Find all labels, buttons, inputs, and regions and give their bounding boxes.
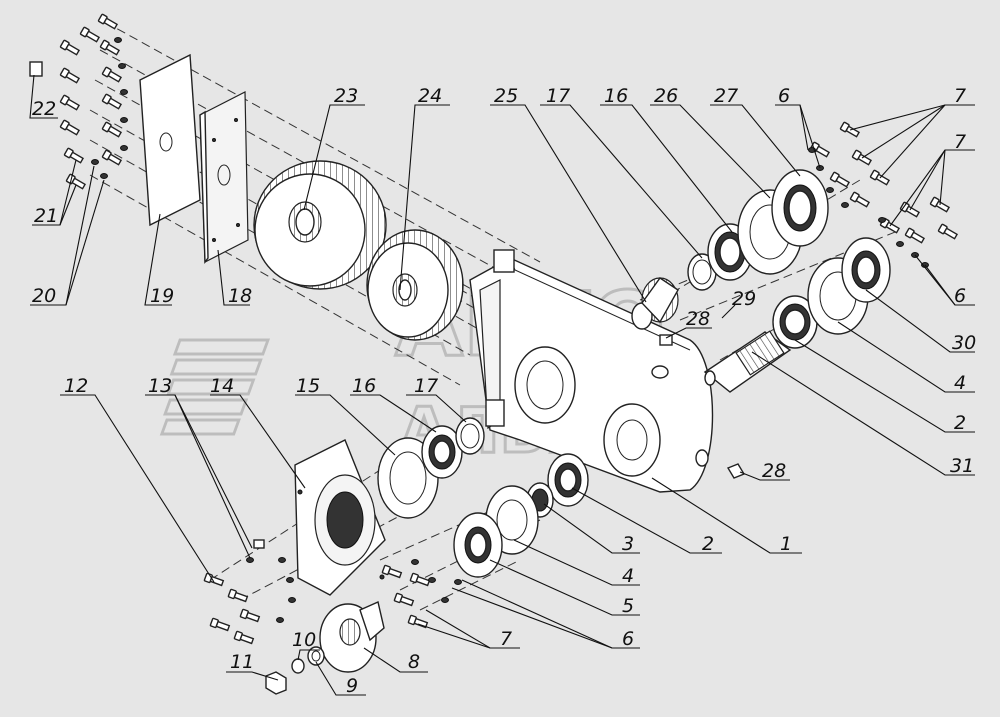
callout-25: 25 (494, 85, 518, 107)
callout-15: 15 (296, 375, 320, 397)
callout-4: 4 (622, 565, 634, 587)
flange-housing-14 (294, 439, 386, 596)
callout-2: 2 (702, 533, 714, 555)
callout-23: 23 (334, 85, 358, 107)
callout-24: 24 (418, 85, 442, 107)
callout-labels: 1 2 3 4 5 6 7 8 9 10 11 12 13 14 15 16 1… (32, 85, 976, 697)
callout-6-top: 6 (778, 85, 790, 107)
callout-5: 5 (622, 595, 634, 617)
cap-bolts-left (381, 559, 462, 630)
plug-28 (659, 334, 746, 479)
cap-bolts-middle (878, 196, 959, 268)
leader-lines (29, 74, 975, 696)
callout-22: 22 (32, 98, 56, 120)
bearing-2-left (547, 453, 589, 507)
output-shaft-31 (703, 330, 792, 393)
callout-12: 12 (64, 375, 88, 397)
cap-5 (453, 512, 503, 578)
cap-27 (771, 169, 829, 247)
washer-10 (291, 658, 305, 674)
callout-3: 3 (622, 533, 634, 555)
cover-gasket-19 (139, 53, 201, 227)
cover-bolts-group (29, 13, 128, 191)
callout-9: 9 (346, 675, 358, 697)
callout-29: 29 (732, 288, 756, 310)
nut-11 (265, 671, 287, 695)
callout-28-top: 28 (686, 308, 710, 330)
washer-9 (307, 646, 325, 666)
callout-31: 31 (950, 455, 974, 477)
callout-17-top: 17 (546, 85, 570, 107)
cap-30 (841, 237, 891, 303)
callout-17-left: 17 (414, 375, 438, 397)
bearing-2-right (772, 295, 818, 349)
seal-17-left (455, 417, 485, 455)
plug-22 (29, 61, 43, 77)
callout-30: 30 (952, 332, 976, 354)
callout-27: 27 (714, 85, 738, 107)
callout-18: 18 (228, 285, 252, 307)
callout-11: 11 (230, 651, 254, 673)
callout-4-right: 4 (954, 372, 966, 394)
gear-23 (253, 160, 387, 290)
callout-21: 21 (34, 205, 58, 227)
callout-10: 10 (292, 629, 316, 651)
callout-26: 26 (654, 85, 678, 107)
input-shaft-25 (631, 277, 679, 330)
callout-1: 1 (780, 533, 792, 555)
callout-7-middle: 7 (954, 131, 966, 153)
callout-6-middle: 6 (954, 285, 966, 307)
cover-plate-18 (199, 91, 249, 265)
gear-24 (366, 229, 464, 341)
callout-2-right: 2 (954, 412, 966, 434)
watermark-logo (159, 338, 271, 436)
callout-28-bottom: 28 (762, 460, 786, 482)
callout-14: 14 (210, 375, 234, 397)
studs-12-13 (203, 539, 296, 646)
bearing-16-left (421, 425, 463, 479)
gearbox-housing-1 (469, 249, 714, 493)
callout-6: 6 (622, 628, 634, 650)
callout-8: 8 (408, 651, 420, 673)
callout-7-top: 7 (954, 85, 966, 107)
callout-20: 20 (32, 285, 56, 307)
callout-7: 7 (500, 628, 512, 650)
callout-13: 13 (148, 375, 172, 397)
callout-16-top: 16 (604, 85, 628, 107)
callout-16-left: 16 (352, 375, 376, 397)
callout-19: 19 (150, 285, 174, 307)
drive-flange-8 (319, 601, 385, 673)
